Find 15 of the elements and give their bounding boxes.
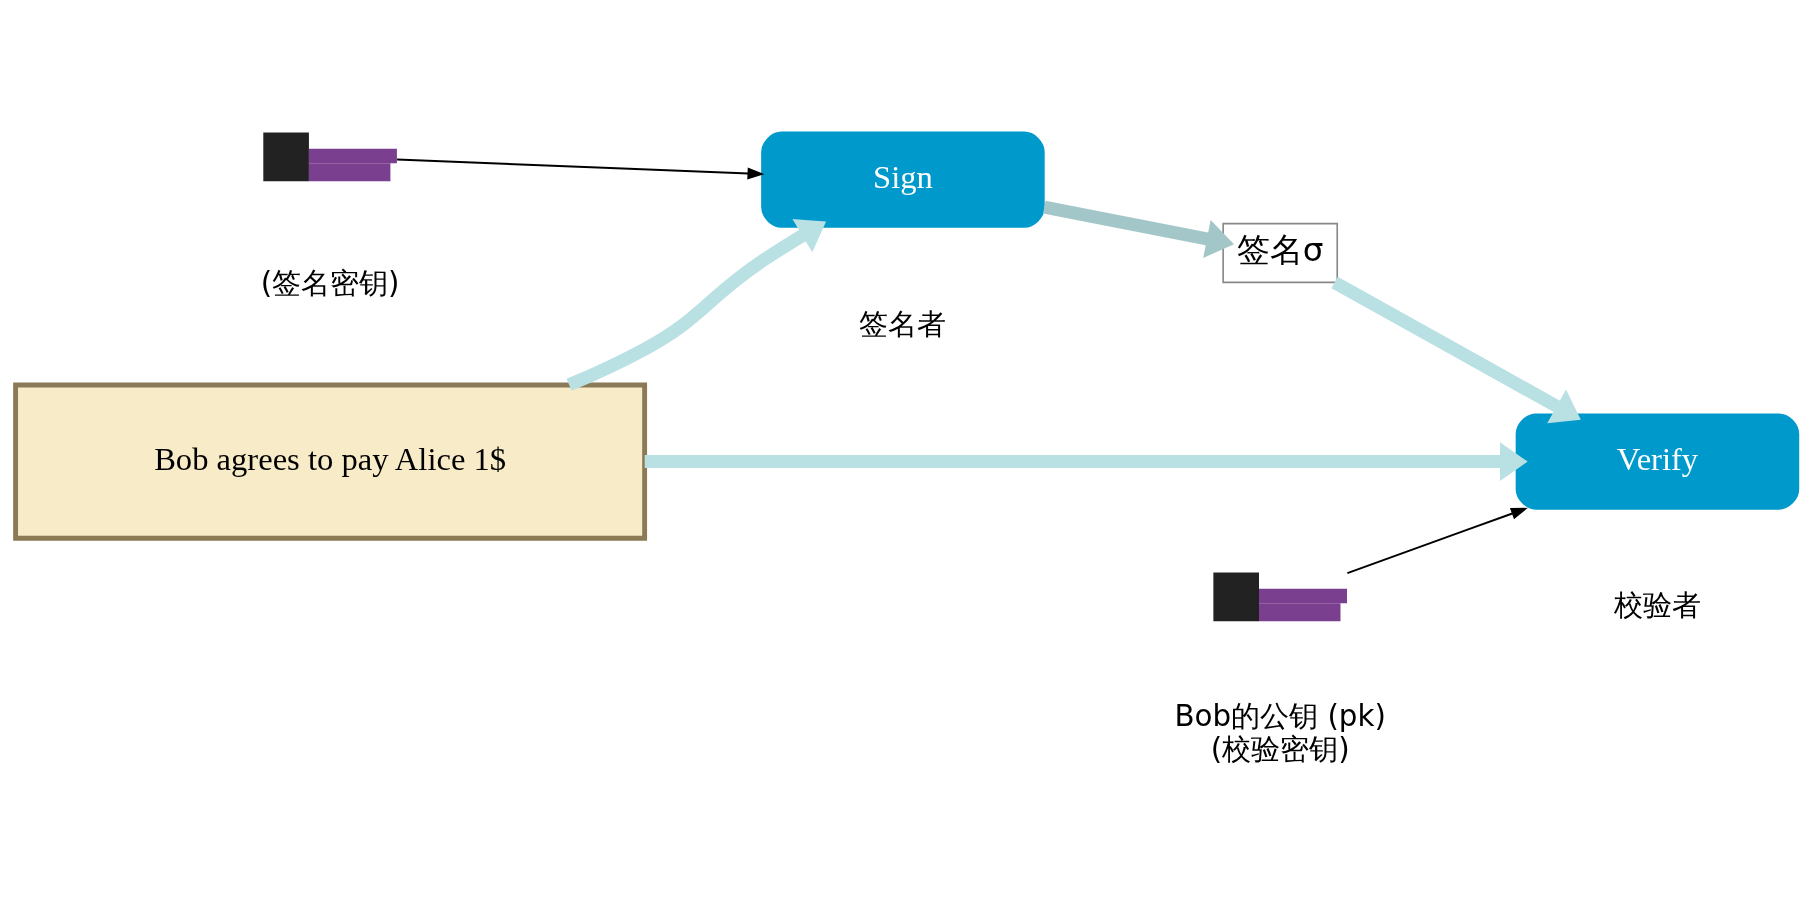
- arrow: [396, 158, 765, 179]
- node-box: Bob agrees to pay Alice 1$: [13, 382, 648, 541]
- node-box: Verify: [1515, 413, 1800, 510]
- arrow: [1043, 200, 1235, 258]
- arrow: [1331, 276, 1581, 423]
- node-label: Bob的公钥 (pk): [1174, 698, 1386, 733]
- node-label: (校验密钥): [1210, 731, 1350, 766]
- node-label: 校验者: [1613, 587, 1701, 622]
- node-label: 签名者: [859, 306, 947, 340]
- node-box: 签名σ: [1222, 222, 1339, 283]
- node-label: (签名密钥): [260, 265, 400, 300]
- arrow: [644, 441, 1528, 481]
- arrow: [566, 218, 827, 391]
- node-box: Sign: [761, 131, 1045, 228]
- arrow: [1346, 507, 1528, 574]
